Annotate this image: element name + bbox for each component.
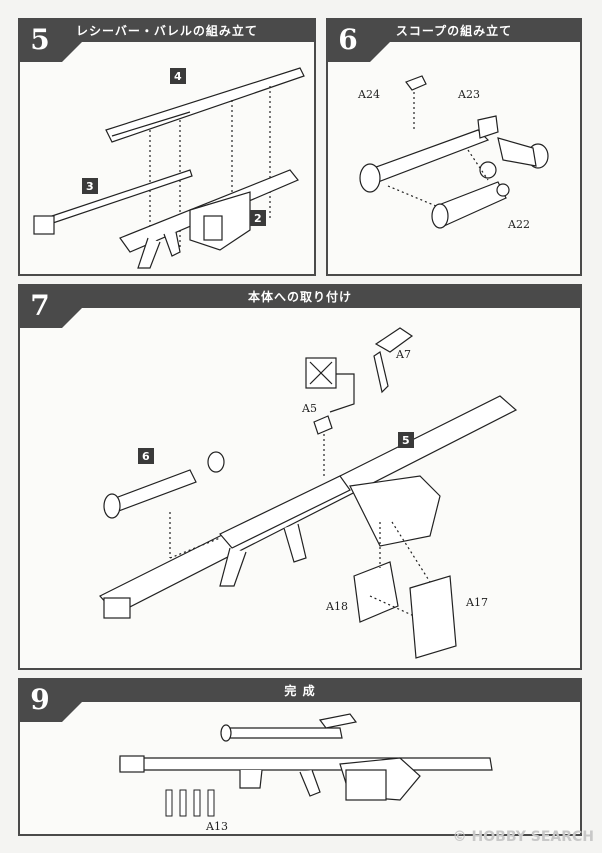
step-5-title: レシーバー・バレルの組み立て [20,20,314,42]
step-7-notch [62,306,84,328]
watermark-text: HOBBY SEARCH [471,829,594,845]
part-5-label: 5 [402,434,410,447]
step-7-panel: 本体への取り付け 7 [18,284,582,670]
step-5-notch [62,40,84,62]
step-5-panel: レシーバー・バレルの組み立て 5 4 3 [18,18,316,276]
part-5-box [398,432,414,448]
step-7-illustration: 6 5 A7 A5 A18 A17 [99,327,518,659]
step-5-illustration: 4 3 2 [33,67,305,269]
part-3-label: 3 [86,180,94,193]
part-4-box [170,68,186,84]
part-A24-label: A24 [357,88,380,101]
step-5-number: 5 [18,18,62,62]
watermark-prefix: © [452,829,467,845]
step-6-panel: スコープの組み立て 6 A24 A23 A22 [326,18,582,276]
step-6-notch [370,40,392,62]
step-7-number: 7 [18,284,62,328]
part-A13-label: A13 [205,820,228,833]
part-2-box [250,210,266,226]
step-7-title: 本体への取り付け [20,286,580,308]
part-A18-label: A18 [325,600,348,613]
part-3-box [82,178,98,194]
part-A22-label: A22 [507,218,530,231]
part-A23-label: A23 [457,88,480,101]
part-A7-label: A7 [395,348,411,361]
step-9-number: 9 [18,678,62,722]
step-6-number: 6 [326,18,370,62]
step-9-illustration: A13 [119,713,493,833]
part-4-label: 4 [174,70,182,83]
step-9-panel: 完 成 9 A13 [18,678,582,836]
step-9-title: 完 成 [20,680,580,702]
part-2-label: 2 [254,212,262,225]
part-A5-label: A5 [301,402,317,415]
part-6-box [138,448,154,464]
part-A17-label: A17 [465,596,488,609]
watermark: © HOBBY SEARCH [453,829,594,845]
step-9-notch [62,700,84,722]
step-6-illustration: A24 A23 A22 [357,75,549,231]
part-6-label: 6 [142,450,150,463]
step-6-title: スコープの組み立て [328,20,580,42]
